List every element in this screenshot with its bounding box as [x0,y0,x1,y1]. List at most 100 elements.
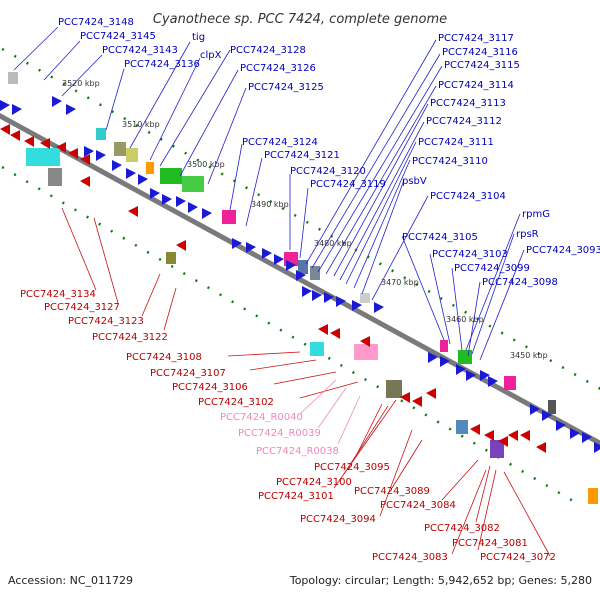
gene-label[interactable]: PCC7424_3093 [526,245,600,256]
gene-label[interactable]: PCC7424_3082 [424,523,500,534]
gene-label[interactable]: PCC7424_3122 [92,332,168,343]
gene-label[interactable]: rpmG [522,209,550,220]
gene-label[interactable]: PCC7424_3145 [80,31,156,42]
leader-line [475,465,491,523]
gene-label[interactable]: tig [192,32,205,43]
gene-label[interactable]: PCC7424_3117 [438,33,514,44]
gene-label[interactable]: PCC7424_3084 [380,500,456,511]
gene-label[interactable]: PCC7424_3111 [418,137,494,148]
gene-label[interactable]: PCC7424_3101 [258,491,334,502]
gene-block [588,488,598,504]
gene-label[interactable]: PCC7424_3113 [430,98,506,109]
gene-label[interactable]: PCC7424_3106 [172,382,248,393]
minus-strand-arrow [10,130,20,141]
gene-label[interactable]: PCC7424_3128 [230,45,306,56]
gene-label[interactable]: PCC7424_3104 [430,191,506,202]
gene-label[interactable]: PCC7424_3143 [102,45,178,56]
gene-label[interactable]: PCC7424_3098 [482,277,558,288]
gene-label[interactable]: PCC7424_3114 [438,80,514,91]
plus-strand-arrow [336,296,346,307]
minus-strand-labels: PCC7424_3134 PCC7424_3127 PCC7424_3123 P… [20,289,556,563]
gene-label[interactable]: PCC7424_3126 [240,63,316,74]
gene-label[interactable]: PCC7424_3099 [454,263,530,274]
plus-strand-arrow [456,364,466,375]
plus-strand-arrow [556,420,566,431]
leader-line [471,233,515,355]
gene-label[interactable]: PCC7424_3127 [44,302,120,313]
gene-label[interactable]: PCC7424_3072 [480,552,556,563]
genome-summary: Topology: circular; Length: 5,942,652 bp… [289,574,592,587]
leader-line [93,217,119,304]
minus-strand-arrow [412,396,422,407]
plus-strand-arrow [162,194,172,205]
gene-label[interactable]: PCC7424_3123 [68,316,144,327]
gene-label[interactable]: PCC7424_3110 [412,156,488,167]
minus-strand-arrow [330,328,340,339]
gene-label[interactable]: PCC7424_3094 [300,514,376,525]
plus-strand-arrow [52,96,62,107]
gene-label[interactable]: PCC7424_3120 [290,166,366,177]
gene-label[interactable]: PCC7424_3148 [58,17,134,28]
leader-line [429,253,451,345]
leader-line [179,69,239,177]
gene-block [26,148,60,166]
gene-label[interactable]: PCC7424_3081 [452,538,528,549]
minus-strand-arrow [40,138,50,149]
gene-label[interactable]: PCC7424_R0040 [220,412,303,423]
gene-label[interactable]: PCC7424_3124 [242,137,318,148]
plus-strand-arrow [428,352,438,363]
leader-line [299,187,309,259]
gene-label[interactable]: PCC7424_R0039 [238,428,321,439]
leader-line [451,469,487,555]
gene-arrows [0,96,600,453]
kbp-tick: 3460 kbp [446,315,484,324]
gene-label[interactable]: PCC7424_3083 [372,552,448,563]
leader-line [333,399,397,489]
leader-line [503,471,551,557]
plus-strand-arrow [296,270,306,281]
minus-strand-arrow [176,240,186,251]
leader-line [207,87,247,185]
plus-strand-arrow [274,254,284,265]
plus-strand-arrow [466,370,476,381]
leader-line [345,141,417,285]
gene-label[interactable]: PCC7424_3115 [444,60,520,71]
leader-line [477,469,497,551]
gene-block [182,176,204,192]
leader-line [401,235,445,341]
gene-label[interactable]: rpsR [516,229,539,240]
gene-label[interactable]: PCC7424_3125 [248,82,324,93]
gene-label[interactable]: PCC7424_3107 [150,368,226,379]
gene-label[interactable]: PCC7424_3134 [20,289,96,300]
leader-line [159,49,231,167]
gene-label[interactable]: PCC7424_3112 [426,116,502,127]
gene-label[interactable]: PCC7424_R0038 [256,446,339,457]
gene-label[interactable]: PCC7424_3136 [124,59,200,70]
gene-label[interactable]: PCC7424_3121 [264,150,340,161]
gene-label[interactable]: PCC7424_3102 [198,397,274,408]
plus-strand-arrow [202,208,212,219]
gene-label[interactable]: PCC7424_3116 [442,47,518,58]
kbp-tick: 3490 kbp [251,200,289,209]
leader-line [465,213,521,351]
leader-line [339,121,425,281]
gene-label[interactable]: PCC7424_3105 [402,232,478,243]
minus-strand-arrow [508,430,518,441]
leader-line [229,143,243,211]
leader-line [343,405,389,475]
gene-label[interactable]: PCC7424_3119 [310,179,386,190]
gene-label[interactable]: PCC7424_3100 [276,477,352,488]
gene-block [8,72,18,84]
gene-label[interactable]: clpX [200,50,222,61]
gene-label[interactable]: PCC7424_3095 [314,462,390,473]
gene-label[interactable]: psbV [402,176,427,187]
gene-label[interactable]: PCC7424_3089 [354,486,430,497]
minus-strand-arrow [0,124,10,135]
gene-label[interactable]: PCC7424_3103 [432,249,508,260]
minus-strand-arrow [80,176,90,187]
tick-row-inner [0,164,581,507]
gene-label[interactable]: PCC7424_3108 [126,352,202,363]
plus-strand-arrow [112,160,122,171]
leader-line [361,179,405,295]
